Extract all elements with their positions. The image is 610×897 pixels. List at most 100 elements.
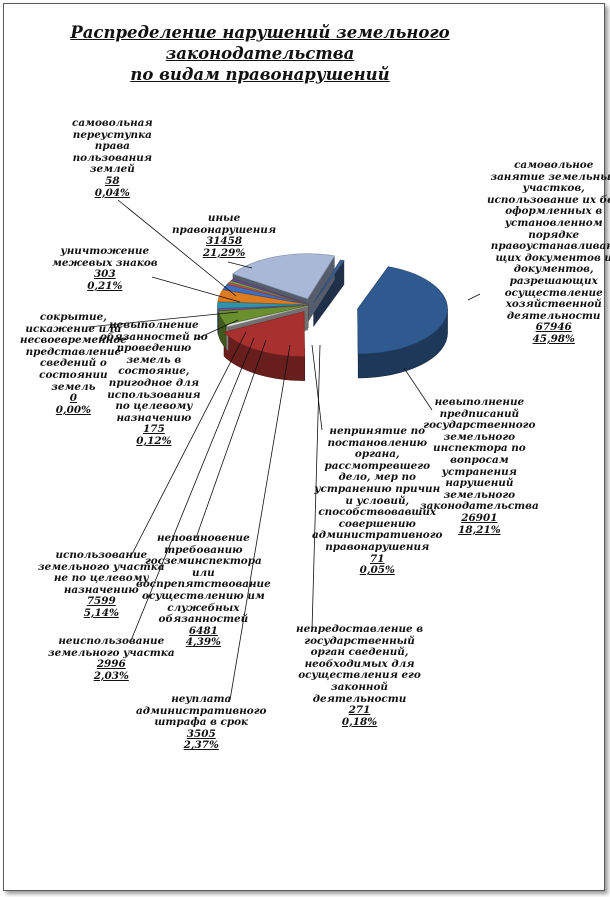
slice-label-line: использования — [107, 388, 201, 401]
slice-label-line: госземинспектора — [144, 555, 262, 568]
slice-label-line: земельного — [443, 488, 516, 501]
slice-label-line: требованию — [164, 543, 243, 556]
slice-label-line: воспрепятствование — [136, 578, 271, 591]
slice-value: 2996 — [96, 658, 126, 671]
slice-label-line: земельного участка — [48, 646, 175, 659]
slice-value: 0 — [69, 392, 77, 405]
slice-value: 58 — [105, 174, 120, 187]
slice-label-line: не по целевому — [53, 572, 149, 585]
slice-percent: 0,00% — [55, 403, 91, 416]
slice-percent: 0,21% — [87, 279, 123, 292]
slice-label-line: иные — [207, 212, 241, 224]
slice-value: 71 — [370, 552, 385, 565]
slice-label-line: обязанностей — [158, 613, 249, 626]
slice-label-line: правонарушения — [325, 540, 430, 553]
slice-neprinyatie — [225, 305, 309, 327]
slice-label-line: документов, — [513, 263, 594, 276]
slice-label-line: служебных — [167, 601, 240, 614]
slice-label-line: разрешающих — [509, 274, 598, 287]
slice-percent: 2,37% — [183, 739, 219, 752]
leader-samovolnoe — [467, 293, 481, 301]
slice-label-line: земельного — [443, 430, 516, 443]
slice-label-line: землей — [89, 163, 135, 176]
slice-label-line: установленном — [504, 216, 603, 229]
leader-nepredostavlenie — [311, 344, 321, 631]
leader-nevypolnenie_predpisaniy — [403, 367, 433, 411]
slice-label-line: права — [94, 140, 130, 153]
slice-unichtozhenie — [230, 278, 309, 305]
slice-inye — [232, 253, 336, 300]
slice-label-line: использование их без — [487, 193, 610, 206]
slice-label-line: невыполнение — [434, 396, 525, 408]
slice-ispolzovanie_ne_po_naznacheniyu — [218, 305, 308, 325]
slice-label-line: представление — [25, 345, 122, 358]
chart-title-line-2: по видам правонарушений — [130, 65, 390, 84]
slice-label-line: деятельности — [312, 692, 407, 705]
slice-label-line: неповиновение — [156, 532, 250, 544]
slice-label-line: по целевому — [115, 400, 193, 413]
leader-nepovinovenie — [195, 339, 267, 539]
slice-label-line: штрафа в срок — [154, 716, 249, 729]
leader-sokrytie — [87, 311, 239, 328]
slice-label-line: осуществлению им — [141, 589, 265, 602]
slice-label-line: государственный — [304, 634, 415, 647]
slice-label-line: административного — [312, 529, 443, 542]
slice-percent: 21,29% — [202, 246, 246, 259]
slice-label-line: административного — [136, 704, 267, 717]
leader-nevypolnenie_obyazannostey — [193, 319, 239, 341]
slice-label-line: деятельности — [506, 309, 601, 322]
slice-label-line: орган сведений, — [310, 646, 409, 659]
slice-label-line: уничтожение — [60, 245, 150, 257]
slice-label-line: занятие земельных — [490, 170, 610, 183]
slice-label-line: самовольное — [514, 159, 594, 171]
slice-percent: 5,14% — [83, 606, 119, 619]
slice-label-line: земель в — [126, 353, 182, 366]
slice-value: 26901 — [461, 511, 498, 524]
slice-label-line: правоустанавливаю — [490, 240, 610, 253]
slice-percent: 0,04% — [94, 186, 130, 199]
slice-side-neprinyatie — [226, 324, 229, 352]
slice-label-line: несвоевременное — [20, 334, 127, 347]
slice-label-line: состоянии — [39, 368, 108, 381]
slice-label-line: межевых знаков — [52, 256, 158, 269]
slice-label-line: назначению — [116, 411, 192, 424]
slice-label-line: правонарушения — [172, 223, 277, 236]
slice-edge-inye — [307, 255, 335, 323]
slice-label-line: непринятие по — [329, 425, 426, 437]
slice-label-line: дело, мер по — [338, 471, 416, 484]
slice-neuplata — [217, 301, 308, 309]
slice-percent: 4,39% — [185, 636, 221, 649]
slice-percent: 45,98% — [532, 332, 575, 345]
slice-label-line: обязанностей по — [100, 330, 208, 343]
slice-value: 6481 — [188, 624, 218, 637]
slice-label-line: осуществление — [504, 286, 603, 299]
slice-label-line: способствовавших — [318, 506, 437, 519]
chart-frame — [3, 3, 605, 891]
leader-lines — [87, 199, 481, 701]
slice-label-line: непредоставление в — [296, 623, 424, 635]
slice-label-line: нарушений — [445, 477, 514, 490]
slice-value: 3505 — [186, 727, 216, 740]
pie-tops — [217, 253, 448, 357]
slice-label-line: земель — [51, 380, 96, 393]
slice-label-line: самовольная — [72, 117, 153, 129]
slice-value: 31458 — [205, 235, 243, 248]
slice-label-line: оформленных в — [505, 205, 603, 218]
slice-value: 271 — [348, 704, 371, 717]
slice-samovolnoe — [357, 266, 448, 355]
slice-label-line: предписаний — [439, 407, 520, 420]
slice-label-line: государственного — [423, 419, 536, 432]
slice-label-line: неуплата — [171, 693, 232, 705]
slice-label-line: инспектора по — [433, 442, 526, 455]
slice-label-line: искажение или — [25, 322, 122, 335]
slice-label-line: постановлению — [327, 436, 428, 449]
slice-percent: 18,21% — [458, 523, 501, 536]
slice-label-line: невыполнение — [109, 319, 199, 331]
slice-label-line: сокрытие, — [39, 311, 107, 323]
